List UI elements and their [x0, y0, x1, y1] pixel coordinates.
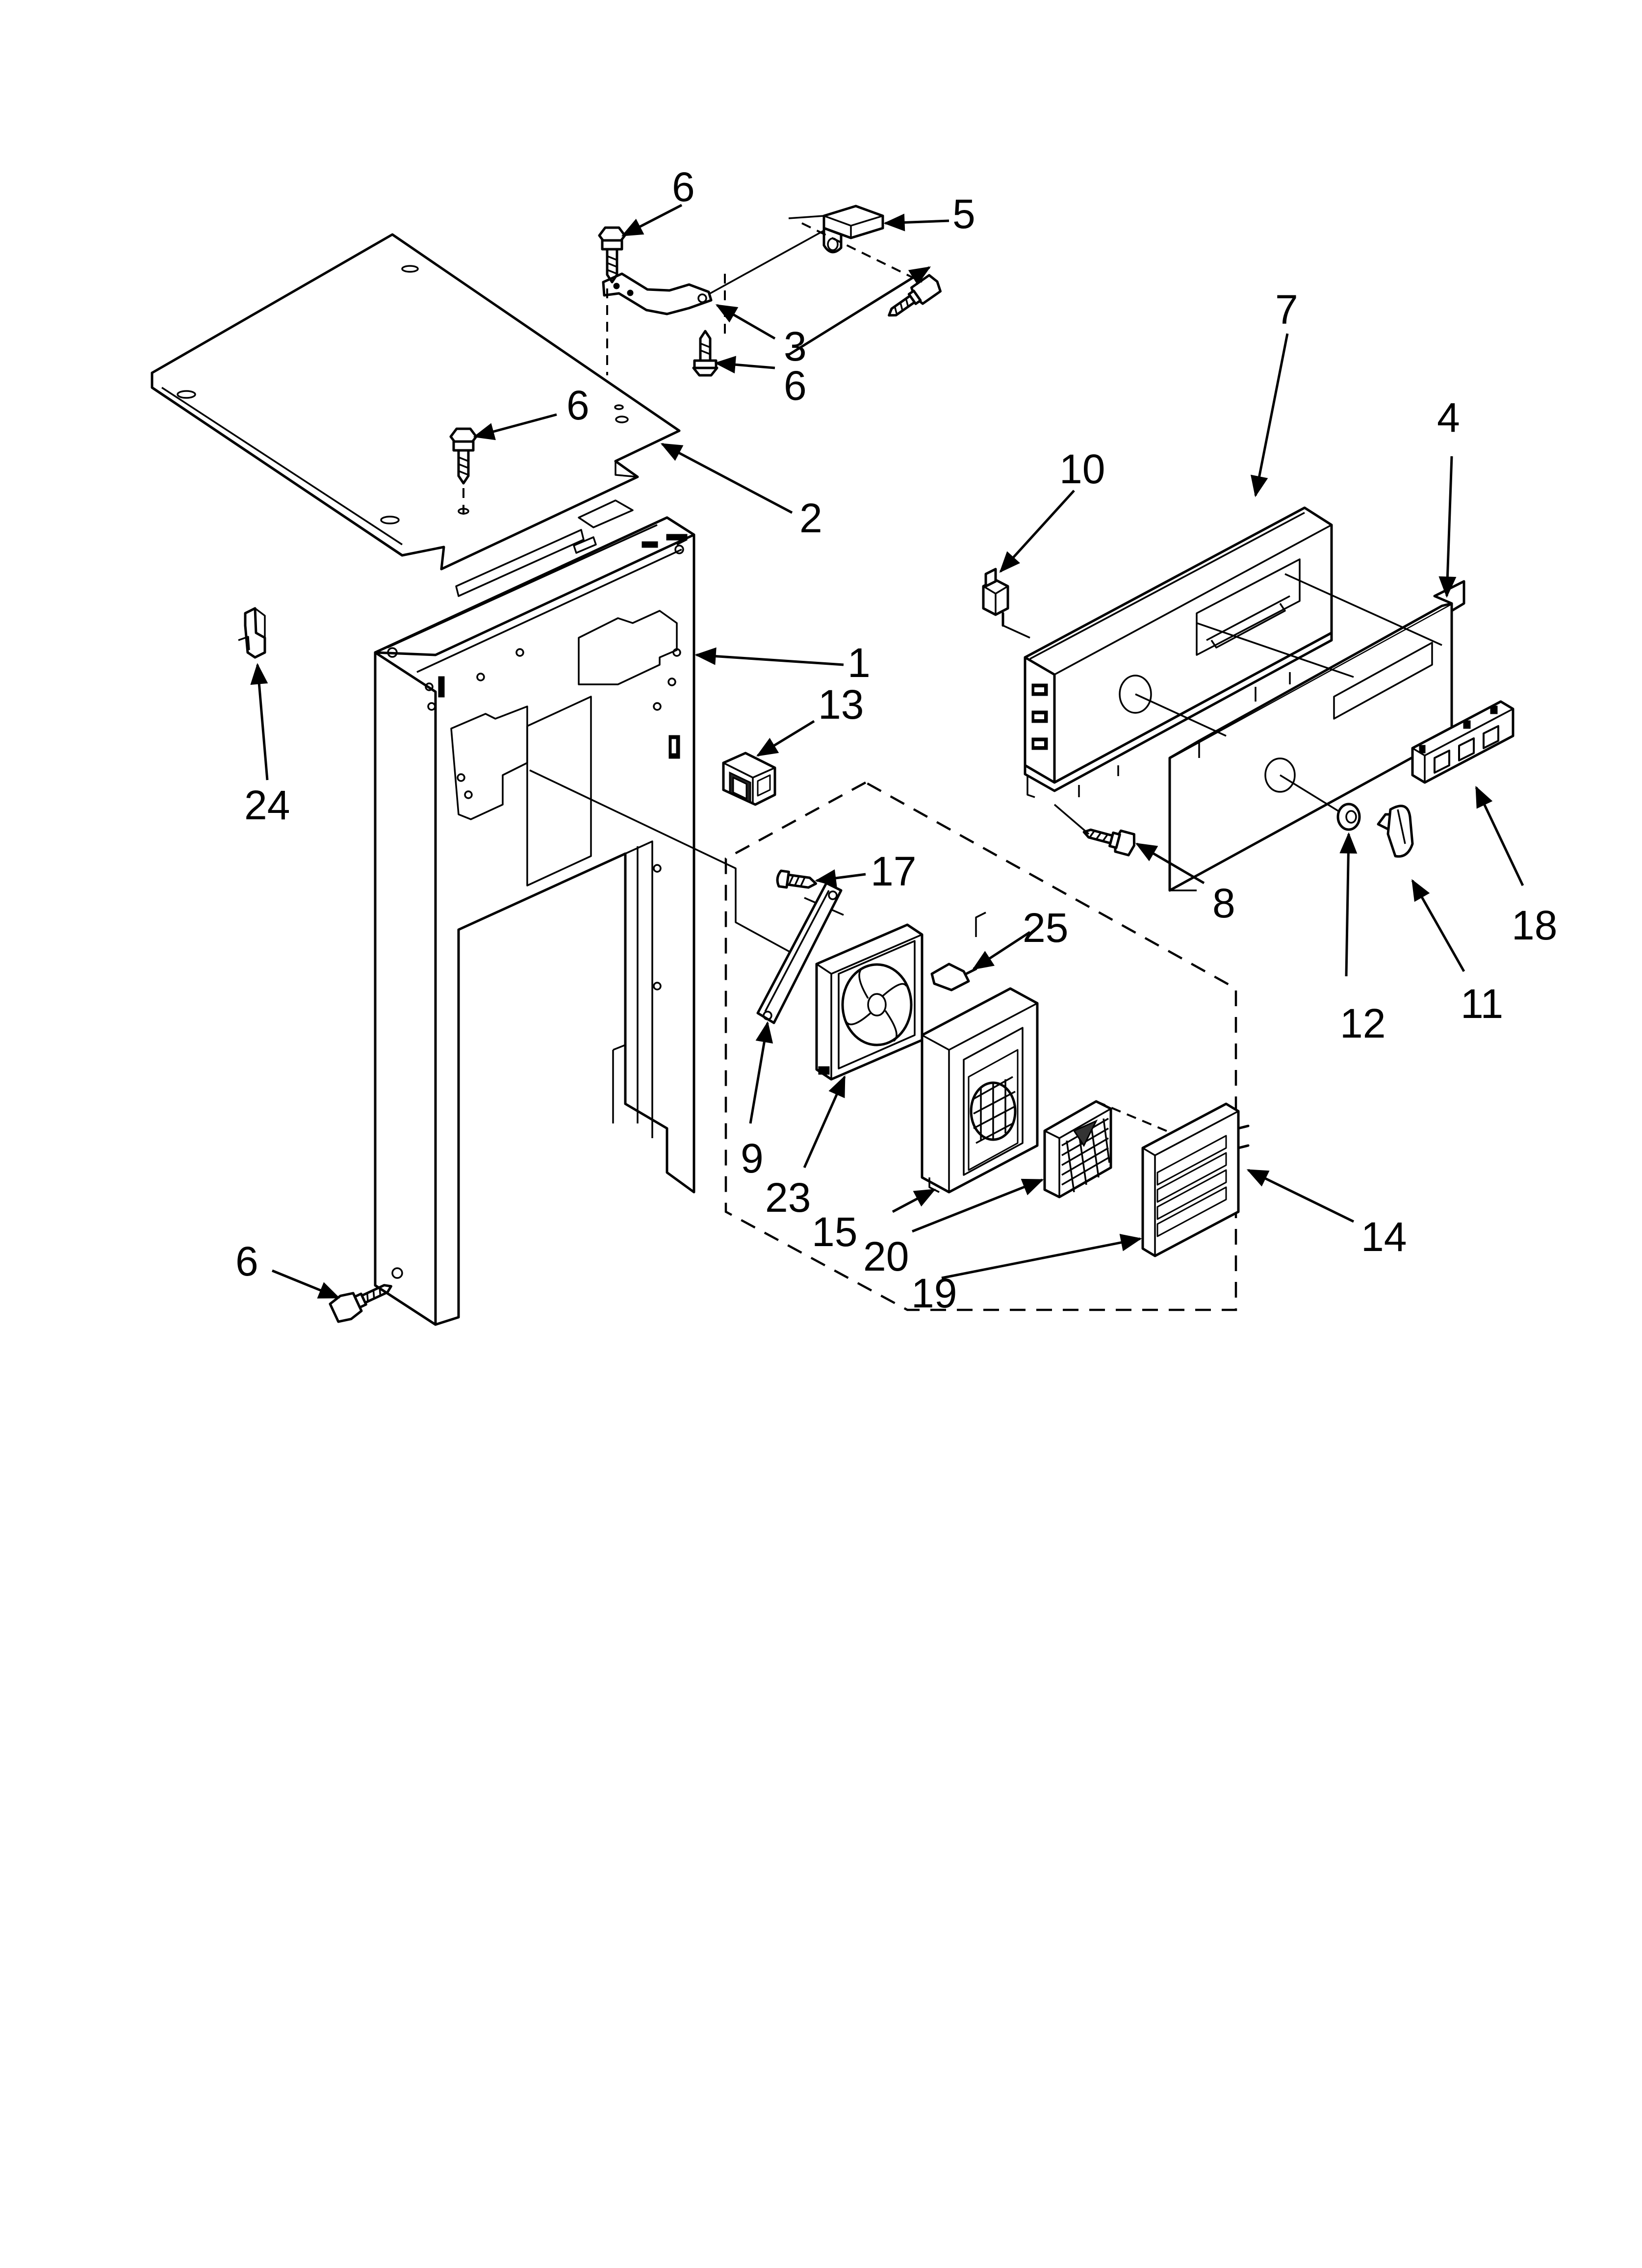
projection-line: [1280, 774, 1344, 815]
part-labels: 6 5 3 6 6 2 7 4 10 1 13 24 17 8 25 18 11…: [235, 164, 1557, 1316]
label-2: 2: [799, 495, 822, 541]
screw-angled-right: [888, 274, 942, 317]
label-6-top: 6: [672, 164, 695, 210]
label-1: 1: [847, 640, 871, 686]
label-14: 14: [1361, 1214, 1407, 1260]
fan-clip: [930, 963, 977, 991]
label-12: 12: [1340, 1000, 1385, 1046]
projection-line: [529, 769, 790, 953]
button-pad: [1411, 700, 1514, 784]
projection-line: [710, 230, 824, 294]
label-6-right: 6: [784, 363, 807, 409]
screw-bracket-lower: [692, 330, 718, 377]
label-18: 18: [1512, 902, 1557, 948]
label-10: 10: [1059, 446, 1105, 492]
bracket: [602, 272, 713, 315]
clip-block: [822, 205, 884, 254]
cabinet-frame: [374, 499, 695, 1326]
filter: [1043, 1100, 1112, 1199]
projection-line: [1096, 1100, 1173, 1134]
label-4: 4: [1437, 394, 1460, 441]
label-20: 20: [863, 1233, 909, 1279]
control-panel: [1024, 506, 1333, 798]
label-8: 8: [1212, 880, 1235, 926]
rocker-switch: [722, 752, 776, 806]
bushing: [1336, 803, 1361, 831]
top-panel: [151, 233, 681, 571]
label-6-panel: 6: [566, 382, 590, 428]
projection-line: [788, 215, 824, 219]
label-25: 25: [1023, 905, 1068, 951]
projection-line: [1284, 573, 1442, 646]
mounting-strip: [756, 882, 843, 1024]
louvered-grille: [1141, 1102, 1250, 1257]
label-6-bottom: 6: [235, 1238, 258, 1284]
screw-top: [598, 226, 626, 284]
label-5: 5: [952, 191, 975, 237]
label-7: 7: [1275, 287, 1298, 333]
screw-17: [776, 869, 818, 889]
projection-line: [975, 912, 986, 937]
label-9: 9: [741, 1135, 764, 1181]
projection-line: [1002, 625, 1030, 639]
screw-top-panel: [449, 427, 478, 485]
fan: [815, 923, 924, 1081]
projection-line: [801, 222, 923, 283]
label-23: 23: [765, 1174, 811, 1221]
label-13: 13: [818, 681, 864, 728]
small-switch: [982, 568, 1009, 627]
small-clip: [238, 607, 266, 659]
projection-line: [1135, 693, 1227, 737]
label-24: 24: [244, 782, 290, 828]
label-11: 11: [1461, 981, 1503, 1027]
fan-housing: [921, 987, 1039, 1194]
projection-line: [1053, 804, 1090, 835]
leader-arrows: [250, 204, 1524, 1299]
screw-8: [1082, 828, 1136, 857]
label-19: 19: [911, 1270, 957, 1316]
kit-boundary: [724, 781, 1237, 1311]
knob: [1377, 805, 1414, 858]
label-3: 3: [784, 323, 807, 369]
label-17: 17: [871, 848, 916, 894]
projection-line: [1196, 622, 1354, 678]
label-15: 15: [812, 1209, 857, 1255]
screw-bottom: [329, 1284, 392, 1323]
